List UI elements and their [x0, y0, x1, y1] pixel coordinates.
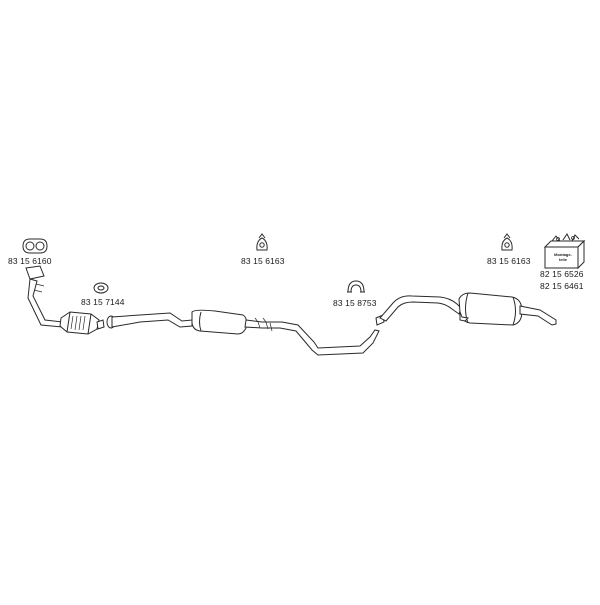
clamp-icon: [347, 280, 365, 293]
front-gasket-icon: [22, 238, 48, 254]
mounting-kit-label-line2: teile: [558, 257, 567, 262]
part-number-mounting-kit-b: 82 15 6461: [540, 281, 584, 291]
part-number-rubber-mount-middle: 83 15 6163: [241, 256, 285, 266]
mounting-kit-box-icon: [543, 233, 586, 270]
rubber-mount-middle-icon: [256, 233, 268, 251]
part-number-clamp: 83 15 8753: [333, 298, 377, 308]
front-pipe: [25, 265, 64, 328]
cat-gasket-icon: [93, 282, 109, 294]
mounting-kit-label: Montage- teile: [548, 252, 578, 262]
part-number-mounting-kit-a: 82 15 6526: [540, 269, 584, 279]
part-number-cat-gasket: 83 15 7144: [81, 297, 125, 307]
rubber-mount-rear-icon: [501, 233, 513, 251]
part-number-front-gasket: 83 15 6160: [8, 256, 52, 266]
part-number-rubber-mount-rear: 83 15 6163: [487, 256, 531, 266]
mounting-kit-label-line1: Montage-: [554, 252, 572, 257]
intermediate-pipe: [106, 309, 380, 356]
rear-pipe: [375, 292, 557, 326]
catalytic-converter: [59, 311, 105, 335]
